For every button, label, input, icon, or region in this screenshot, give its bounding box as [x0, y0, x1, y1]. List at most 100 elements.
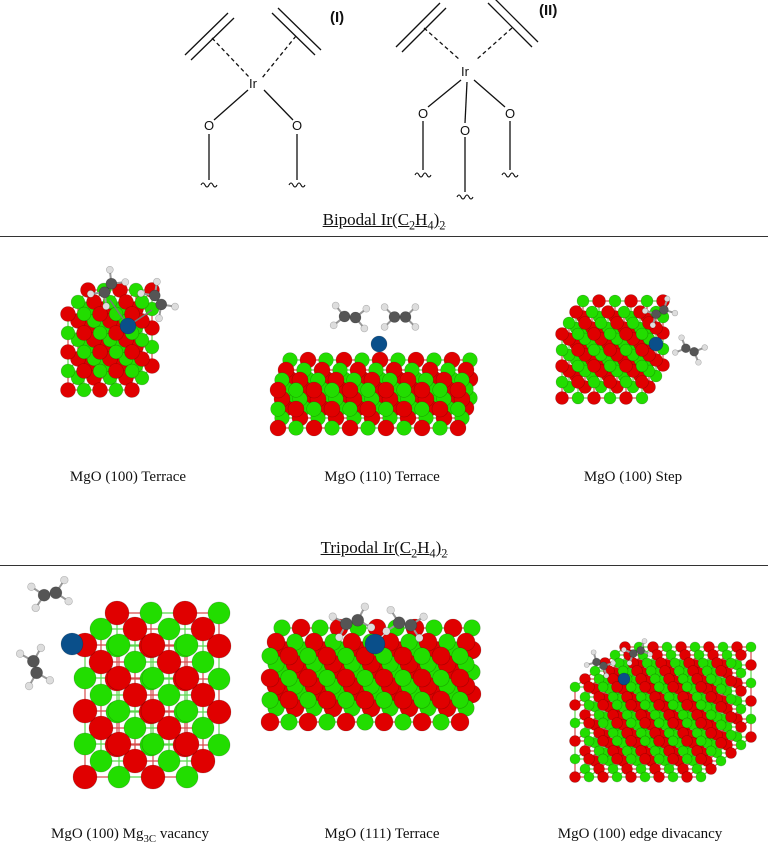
oxygen-atom	[725, 747, 737, 759]
oxygen-atom	[583, 753, 595, 765]
oxygen-atom	[555, 359, 569, 373]
magnesium-atom	[270, 401, 286, 417]
oxygen-atom	[341, 419, 359, 437]
magnesium-atom	[360, 420, 376, 436]
magnesium-atom	[725, 657, 737, 669]
scheme-one-oxygen: O	[204, 118, 215, 133]
hydrogen-atom	[621, 646, 627, 653]
oxygen-atom	[639, 717, 651, 729]
hydrogen-atom	[647, 651, 653, 658]
oxygen-atom	[140, 698, 166, 724]
magnesium-atom	[735, 739, 747, 751]
oxygen-atom	[578, 316, 592, 330]
oxygen-atom	[60, 382, 76, 398]
oxygen-atom	[279, 690, 299, 710]
magnesium-atom	[617, 305, 631, 319]
model-caption: MgO (100) Step	[583, 469, 683, 485]
oxygen-atom	[583, 681, 595, 693]
magnesium-atom	[89, 617, 113, 641]
ethylene-ligand	[328, 602, 376, 642]
oxygen-atom	[619, 359, 633, 373]
oxygen-atom	[260, 668, 280, 688]
oxygen-atom	[88, 649, 114, 675]
carbon-atom	[49, 586, 63, 600]
hydrogen-atom	[105, 265, 114, 274]
oxygen-atom	[92, 344, 108, 360]
magnesium-atom	[432, 382, 448, 398]
carbon-atom	[592, 657, 601, 667]
magnesium-atom	[597, 717, 609, 729]
magnesium-atom	[76, 344, 92, 360]
oxygen-atom	[735, 721, 747, 733]
magnesium-atom	[639, 699, 651, 711]
magnesium-atom	[396, 382, 412, 398]
magnesium-atom	[735, 703, 747, 715]
magnesium-atom	[123, 650, 147, 674]
ethylene-ligand	[621, 638, 653, 666]
magnesium-atom	[603, 327, 617, 341]
magnesium-atom	[555, 375, 569, 389]
magnesium-atom	[603, 391, 617, 405]
magnesium-atom	[107, 765, 131, 789]
oxygen-atom	[555, 391, 569, 405]
magnesium-atom	[715, 719, 727, 731]
bipodal-title: Bipodal Ir(C2H4)2	[322, 210, 446, 233]
magnesium-atom	[745, 677, 757, 689]
oxygen-atom	[597, 735, 609, 747]
hydrogen-atom	[411, 303, 420, 311]
magnesium-atom	[626, 316, 640, 330]
oxygen-atom	[681, 699, 693, 711]
magnesium-atom	[681, 717, 693, 729]
oxygen-atom	[336, 668, 356, 688]
iridium-atom	[119, 317, 137, 335]
iridium-atom	[617, 672, 631, 686]
magnesium-atom	[451, 691, 469, 709]
hydrogen-atom	[380, 303, 389, 311]
hydrogen-atom	[102, 302, 111, 311]
magnesium-atom	[288, 420, 304, 436]
oxygen-atom	[705, 763, 717, 775]
oxygen-atom	[124, 344, 140, 360]
oxygen-atom	[395, 400, 413, 418]
magnesium-atom	[695, 735, 707, 747]
oxygen-atom	[260, 712, 280, 732]
carbon-atom	[105, 277, 118, 290]
oxygen-atom	[745, 659, 757, 671]
oxygen-atom	[449, 381, 467, 399]
magnesium-atom	[157, 683, 181, 707]
oxygen-atom	[735, 685, 747, 697]
oxygen-atom	[639, 681, 651, 693]
model-caption: MgO (111) Terrace	[324, 826, 440, 842]
magnesium-atom	[667, 771, 679, 783]
hydrogen-atom	[36, 643, 46, 653]
carbon-atom	[651, 309, 661, 319]
oxygen-atom	[106, 731, 132, 757]
carbon-atom	[404, 618, 418, 632]
magnesium-atom	[639, 771, 651, 783]
oxygen-atom	[317, 690, 337, 710]
oxygen-atom	[571, 375, 585, 389]
oxygen-atom	[156, 649, 182, 675]
oxygen-atom	[122, 616, 148, 642]
hydrogen-atom	[380, 323, 389, 331]
hydrogen-atom	[45, 676, 55, 685]
hydrogen-atom	[171, 302, 179, 311]
carbon-atom	[339, 617, 353, 631]
oxygen-atom	[413, 419, 431, 437]
oxygen-atom	[653, 699, 665, 711]
magnesium-atom	[108, 344, 124, 360]
magnesium-atom	[640, 294, 654, 308]
oxygen-atom	[140, 632, 166, 658]
hydrogen-atom	[701, 344, 708, 351]
oxygen-atom	[298, 712, 318, 732]
magnesium-atom	[324, 382, 340, 398]
oxygen-atom	[569, 699, 581, 711]
magnesium-atom	[261, 691, 279, 709]
oxygen-atom	[298, 668, 318, 688]
oxygen-atom	[583, 717, 595, 729]
oxygen-atom	[413, 381, 431, 399]
magnesium-atom	[432, 669, 450, 687]
magnesium-atom	[594, 316, 608, 330]
hydrogen-atom	[367, 623, 376, 632]
bipodal-models	[60, 265, 708, 437]
